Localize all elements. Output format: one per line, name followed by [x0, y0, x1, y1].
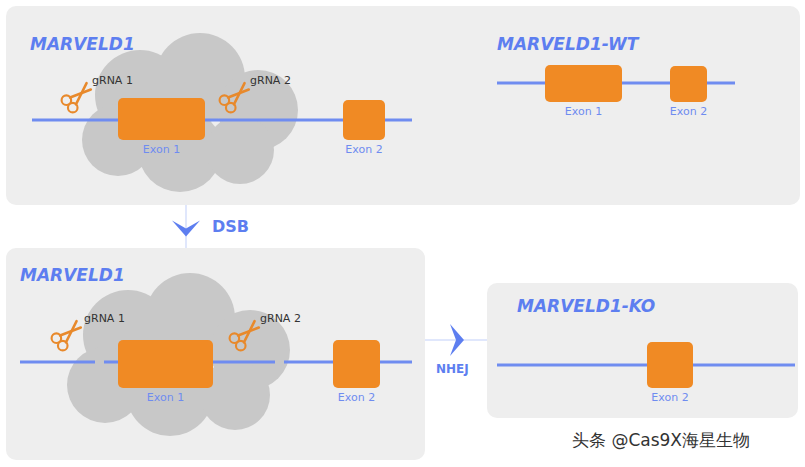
process-arrow: [186, 205, 187, 248]
dna-strand: [497, 364, 795, 367]
dna-strand: [20, 361, 95, 364]
exon-box: Exon 2: [670, 66, 707, 102]
exon-box: Exon 2: [647, 342, 693, 388]
exon-label: Exon 2: [345, 143, 382, 156]
scissors-icon: [230, 321, 259, 350]
arrow-label: DSB: [212, 217, 249, 236]
exon-box: Exon 1: [118, 98, 205, 140]
exon-box: Exon 2: [333, 340, 380, 388]
grna-label: gRNA 2: [260, 312, 301, 325]
exon-label: Exon 1: [565, 105, 602, 118]
exon-label: Exon 1: [147, 391, 184, 404]
grna-label: gRNA 1: [92, 74, 133, 87]
panel-title: MARVELD1: [30, 34, 135, 54]
panel-title: MARVELD1-WT: [497, 34, 638, 54]
watermark: 头条 @Cas9X海星生物: [572, 429, 750, 452]
exon-box: Exon 1: [118, 340, 213, 388]
exon-label: Exon 2: [670, 105, 707, 118]
chevron-head: [450, 324, 464, 356]
scissors-icon: [220, 83, 249, 112]
arrow-label: NHEJ: [436, 362, 469, 376]
exon-label: Exon 1: [143, 143, 180, 156]
exon-box: Exon 1: [545, 65, 622, 102]
chevron-head: [172, 221, 200, 237]
grna-label: gRNA 2: [250, 74, 291, 87]
exon-label: Exon 2: [338, 391, 375, 404]
grna-label: gRNA 1: [84, 312, 125, 325]
exon-label: Exon 2: [651, 391, 688, 404]
panel-box: MARVELD1-KO Exon 2: [487, 283, 798, 418]
exon-box: Exon 2: [343, 100, 385, 140]
panel-title: MARVELD1: [20, 265, 125, 285]
panel-title: MARVELD1-KO: [517, 296, 655, 316]
